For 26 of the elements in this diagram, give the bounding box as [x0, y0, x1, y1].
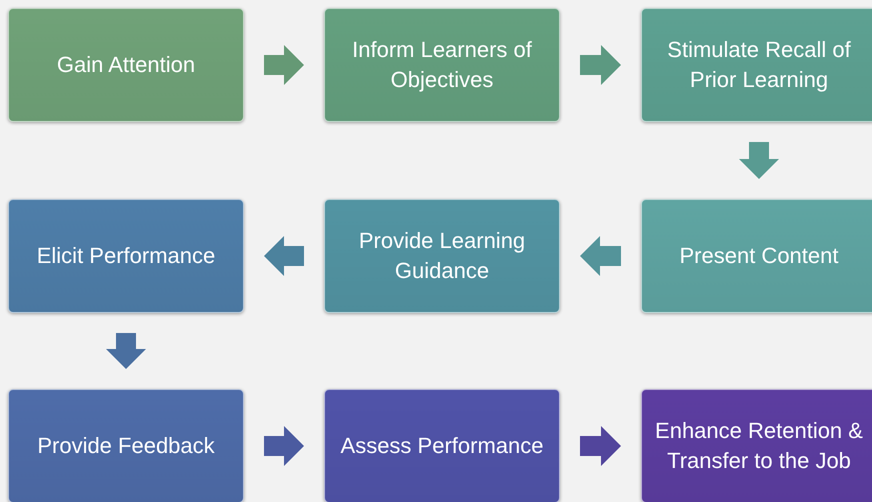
- block-arrow: [264, 236, 304, 276]
- step-label: Assess Performance: [340, 432, 544, 460]
- step-label: Present Content: [678, 242, 840, 270]
- process-box: [641, 199, 872, 313]
- step-label: Provide Learning Guidance: [358, 227, 526, 285]
- process-box: [8, 389, 244, 502]
- process-box: [641, 8, 872, 122]
- step-label: Enhance Retention & Transfer to the Job: [654, 417, 864, 475]
- block-arrow: [580, 236, 621, 276]
- step-label: Provide Feedback: [36, 432, 216, 460]
- block-arrow: [264, 45, 304, 85]
- block-arrow: [580, 426, 621, 466]
- process-box: [8, 199, 244, 313]
- block-arrow: [106, 333, 146, 369]
- step-label: Elicit Performance: [36, 242, 216, 270]
- block-arrow: [739, 142, 779, 179]
- process-box: [324, 199, 560, 313]
- process-box: [324, 389, 560, 502]
- process-box: [8, 8, 244, 122]
- block-arrow: [264, 426, 304, 466]
- process-box: [324, 8, 560, 122]
- process-box: [641, 389, 872, 502]
- block-arrow: [580, 45, 621, 85]
- step-label: Inform Learners of Objectives: [351, 36, 533, 94]
- step-label: Gain Attention: [56, 51, 196, 79]
- step-label: Stimulate Recall of Prior Learning: [666, 36, 852, 94]
